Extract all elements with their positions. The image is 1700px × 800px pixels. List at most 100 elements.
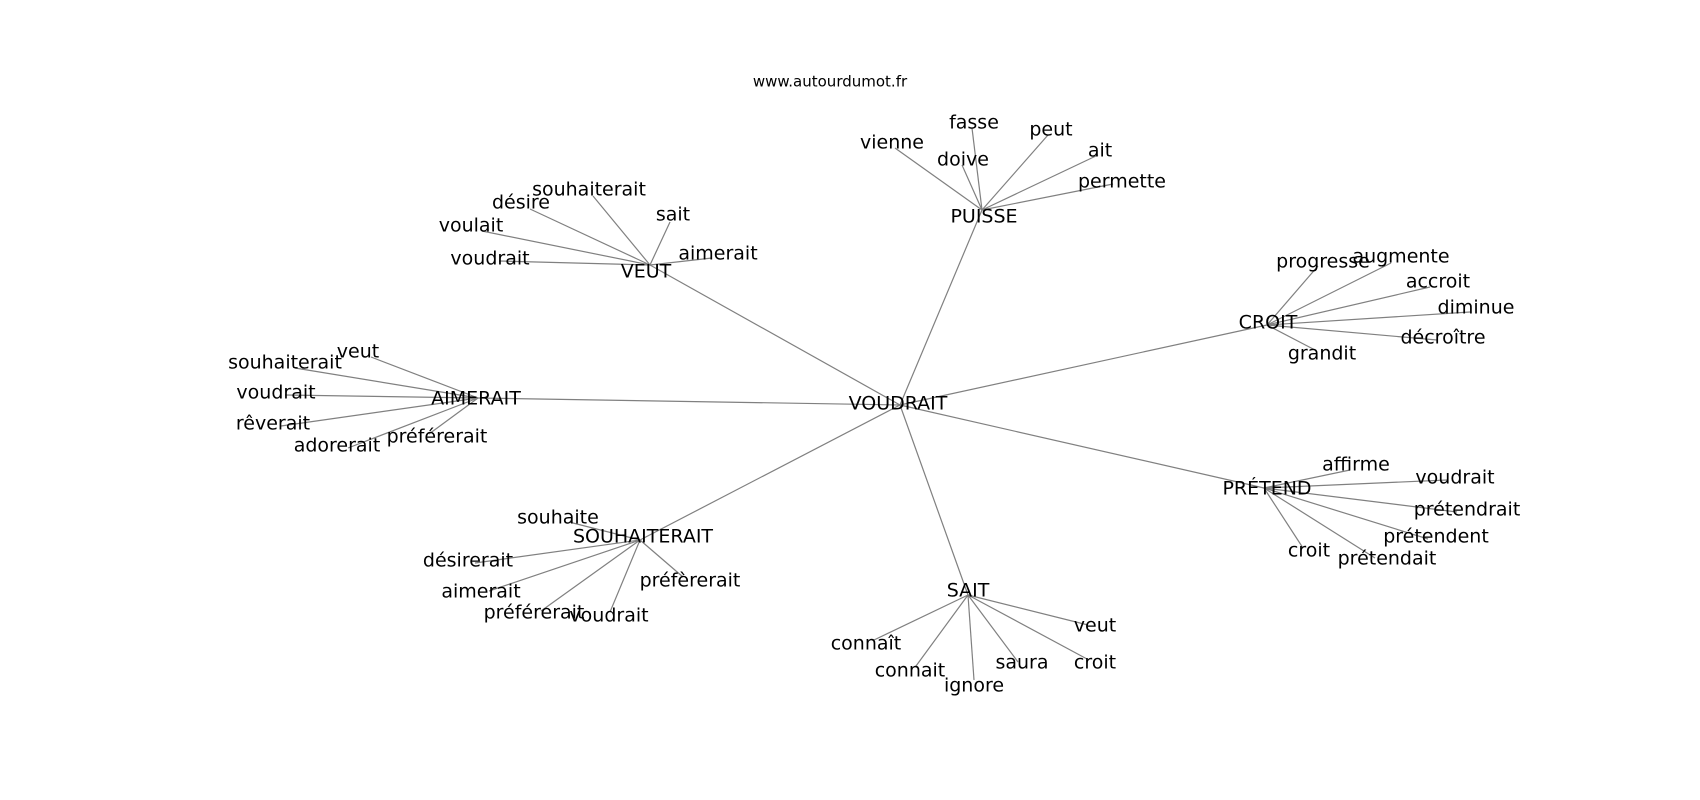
- edge-aimerait-2: [284, 394, 479, 399]
- edge-croit-4: [1266, 324, 1438, 341]
- edge-center-sait: [899, 404, 969, 596]
- word-label-puisse-5[interactable]: permette: [1078, 171, 1166, 193]
- word-label-pretend-4[interactable]: croit: [1288, 540, 1330, 562]
- edge-aimerait-1: [294, 367, 479, 399]
- word-label-souhaiterait-2[interactable]: aimerait: [441, 581, 520, 603]
- word-label-veut-2[interactable]: voulait: [439, 215, 504, 237]
- word-label-puisse-0[interactable]: vienne: [860, 132, 924, 154]
- word-label-puisse-3[interactable]: peut: [1029, 119, 1072, 141]
- hub-label-croit[interactable]: CROIT: [1239, 312, 1298, 334]
- edge-souhaiterait-2: [488, 539, 641, 592]
- word-label-sait-5[interactable]: ignore: [944, 675, 1004, 697]
- edge-pretend-2: [1263, 487, 1458, 513]
- word-label-sait-2[interactable]: connait: [875, 660, 946, 682]
- word-label-veut-1[interactable]: désire: [492, 192, 550, 214]
- edge-pretend-4: [1263, 487, 1304, 549]
- word-label-pretend-0[interactable]: affirme: [1322, 454, 1390, 476]
- edge-pretend-0: [1263, 469, 1351, 489]
- edge-veut-4: [498, 260, 651, 266]
- word-label-veut-4[interactable]: voudrait: [450, 248, 529, 270]
- edge-aimerait-3: [280, 397, 479, 427]
- hub-label-veut[interactable]: VEUT: [621, 261, 672, 283]
- edge-center-pretend: [899, 404, 1265, 489]
- site-watermark: www.autourdumot.fr: [753, 73, 908, 91]
- graph-edges: [280, 127, 1471, 681]
- edge-veut-1: [529, 208, 651, 266]
- word-label-sait-3[interactable]: saura: [995, 652, 1048, 674]
- edge-souhaiterait-3: [639, 539, 684, 578]
- word-label-pretend-5[interactable]: prétendait: [1338, 548, 1437, 570]
- edge-puisse-2: [961, 164, 983, 211]
- word-label-pretend-3[interactable]: prétendent: [1383, 526, 1489, 548]
- word-label-souhaiterait-3[interactable]: préfèrerait: [640, 570, 741, 592]
- edge-pretend-1: [1263, 479, 1448, 489]
- word-label-sait-0[interactable]: veut: [1074, 615, 1116, 637]
- word-label-croit-0[interactable]: progresse: [1276, 251, 1370, 273]
- word-label-souhaiterait-0[interactable]: souhaite: [517, 507, 599, 529]
- hub-label-pretend[interactable]: PRÉTEND: [1222, 477, 1311, 500]
- hub-label-puisse[interactable]: PUISSE: [950, 206, 1017, 228]
- edge-sait-4: [967, 594, 1088, 660]
- word-label-croit-2[interactable]: accroit: [1406, 271, 1470, 293]
- edge-souhaiterait-0: [568, 521, 641, 541]
- edge-croit-1: [1266, 262, 1392, 326]
- edge-sait-3: [967, 594, 1019, 663]
- edge-croit-2: [1266, 286, 1431, 326]
- word-label-croit-5[interactable]: grandit: [1288, 343, 1356, 365]
- edge-sait-1: [873, 594, 969, 641]
- word-label-aimerait-4[interactable]: adorerait: [294, 435, 381, 457]
- word-label-croit-4[interactable]: décroître: [1400, 327, 1485, 349]
- edge-souhaiterait-4: [540, 539, 641, 612]
- edge-sait-0: [967, 594, 1089, 626]
- word-label-pretend-2[interactable]: prétendrait: [1414, 499, 1521, 521]
- edge-croit-5: [1266, 324, 1316, 351]
- edge-center-puisse: [899, 209, 983, 406]
- edge-veut-0: [592, 195, 651, 266]
- word-label-veut-0[interactable]: souhaiterait: [532, 179, 646, 201]
- edge-puisse-3: [981, 134, 1049, 211]
- word-label-sait-4[interactable]: croit: [1074, 652, 1116, 674]
- edge-aimerait-5: [428, 397, 479, 435]
- word-label-souhaiterait-4[interactable]: préférerait: [484, 602, 585, 624]
- word-label-souhaiterait-5[interactable]: voudrait: [569, 605, 648, 627]
- word-label-puisse-2[interactable]: doive: [937, 149, 989, 171]
- edge-veut-3: [649, 221, 671, 266]
- word-label-puisse-4[interactable]: ait: [1088, 140, 1112, 162]
- word-label-aimerait-2[interactable]: voudrait: [236, 382, 315, 404]
- edge-center-aimerait: [477, 397, 901, 406]
- edge-aimerait-0: [370, 356, 479, 399]
- word-label-croit-3[interactable]: diminue: [1438, 297, 1515, 319]
- word-label-aimerait-1[interactable]: souhaiterait: [228, 352, 342, 374]
- word-label-veut-3[interactable]: sait: [656, 204, 690, 226]
- edge-sait-2: [915, 594, 969, 667]
- word-label-veut-5[interactable]: aimerait: [678, 243, 757, 265]
- word-label-souhaiterait-1[interactable]: désirerait: [423, 550, 513, 572]
- edge-aimerait-4: [347, 397, 479, 449]
- word-label-puisse-1[interactable]: fasse: [949, 112, 999, 134]
- edge-puisse-4: [981, 154, 1099, 211]
- hub-label-souhaiterait[interactable]: SOUHAITERAIT: [573, 526, 713, 548]
- word-label-aimerait-5[interactable]: préférerait: [387, 426, 488, 448]
- edge-pretend-5: [1263, 487, 1376, 559]
- edge-puisse-1: [971, 127, 983, 211]
- hub-label-aimerait[interactable]: AIMERAIT: [431, 388, 521, 410]
- edge-center-croit: [899, 324, 1268, 406]
- edge-souhaiterait-5: [609, 539, 641, 613]
- edge-pretend-3: [1263, 487, 1429, 540]
- word-label-sait-1[interactable]: connaît: [831, 633, 902, 655]
- center-node-label[interactable]: VOUDRAIT: [849, 393, 948, 415]
- edge-souhaiterait-1: [474, 539, 641, 564]
- hub-label-sait[interactable]: SAIT: [947, 580, 990, 602]
- word-label-croit-1[interactable]: augmente: [1352, 246, 1449, 268]
- edge-croit-0: [1266, 265, 1319, 326]
- edge-puisse-0: [894, 147, 983, 211]
- word-label-aimerait-3[interactable]: rêverait: [236, 413, 310, 435]
- edge-veut-5: [649, 257, 713, 266]
- word-label-aimerait-0[interactable]: veut: [337, 341, 379, 363]
- edge-sait-5: [967, 594, 975, 681]
- edge-puisse-5: [981, 183, 1114, 211]
- edge-center-souhaiterait: [639, 404, 901, 541]
- word-label-pretend-1[interactable]: voudrait: [1415, 467, 1494, 489]
- edge-veut-2: [481, 230, 651, 266]
